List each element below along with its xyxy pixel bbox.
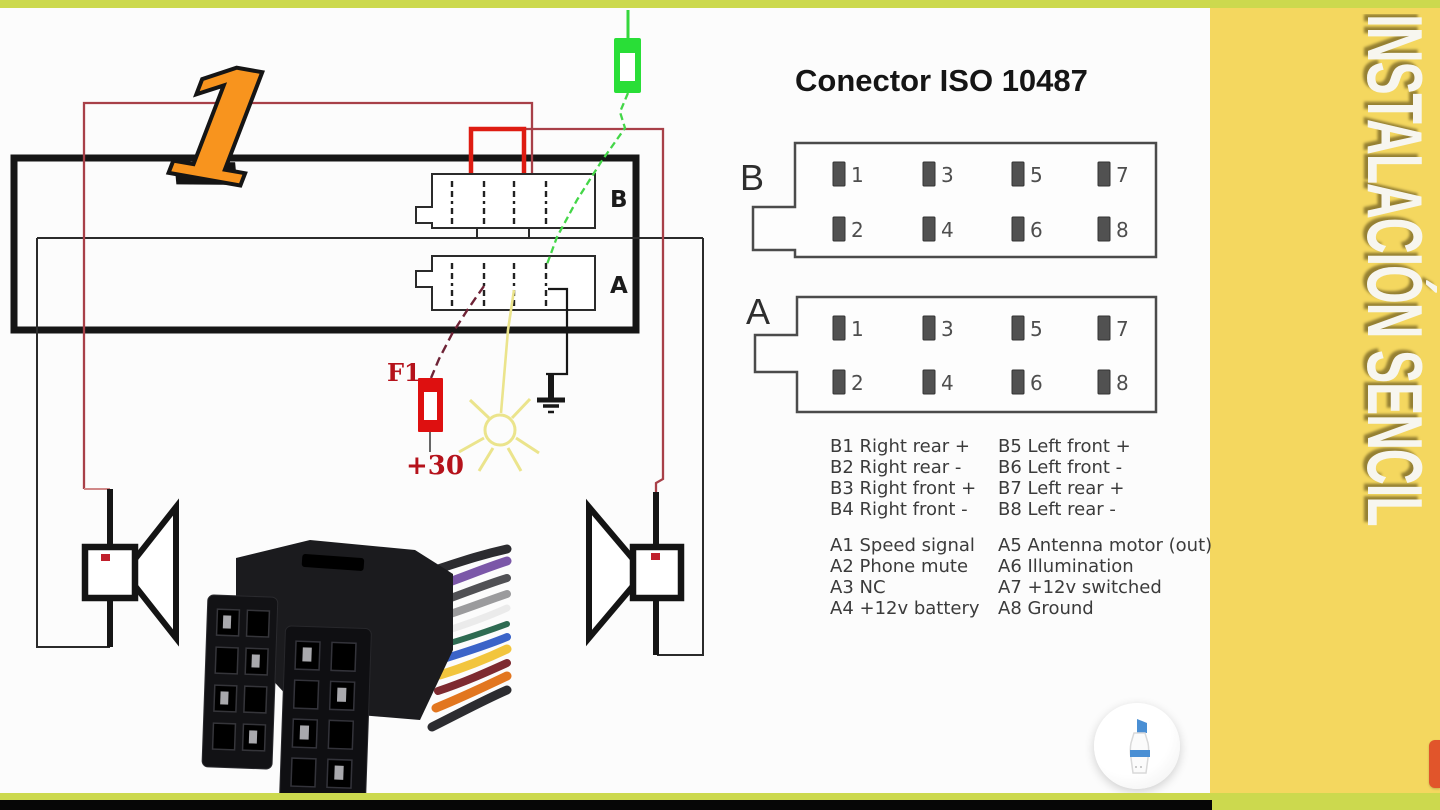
black-wire-loop bbox=[36, 217, 704, 656]
pin-descriptions: B1 Right rear + B2 Right rear - B3 Right… bbox=[830, 436, 1212, 619]
battery-fuse-f1: F1 +30 bbox=[387, 285, 485, 481]
pin-desc-b1: B1 Right rear + bbox=[830, 436, 970, 457]
schematic-connector-a: A bbox=[415, 255, 628, 311]
speaker-polarity-dot bbox=[101, 554, 110, 561]
speaker-left bbox=[81, 498, 179, 647]
svg-text:7: 7 bbox=[1116, 317, 1129, 341]
panel-connector-b-label: B bbox=[740, 157, 764, 198]
panel-connector-a-pins bbox=[832, 315, 1111, 395]
svg-text:6: 6 bbox=[1030, 371, 1043, 395]
panel-connector-a-body bbox=[753, 295, 1158, 414]
svg-text:1: 1 bbox=[851, 163, 864, 187]
illumination-lamp bbox=[458, 289, 540, 472]
svg-text:1: 1 bbox=[851, 317, 864, 341]
panel-title: Conector ISO 10487 bbox=[795, 63, 1088, 98]
svg-text:2: 2 bbox=[851, 218, 864, 242]
pinout-panel: Conector ISO 10487 B 1 3 5 7 2 4 6 8 bbox=[740, 63, 1212, 619]
panel-connector-a-label: A bbox=[746, 291, 770, 332]
pin-desc-a6: A6 Illumination bbox=[998, 556, 1134, 577]
pin-desc-a4: A4 +12v battery bbox=[830, 598, 980, 619]
svg-text:3: 3 bbox=[941, 163, 954, 187]
dark-red-wires bbox=[82, 101, 665, 492]
clipped-badge bbox=[1429, 740, 1440, 788]
bottom-black-bar bbox=[0, 800, 1212, 810]
svg-text:5: 5 bbox=[1030, 163, 1043, 187]
step-number: 1 bbox=[155, 32, 288, 223]
pin-desc-a2: A2 Phone mute bbox=[830, 556, 968, 577]
svg-text:4: 4 bbox=[941, 218, 954, 242]
speaker-polarity-dot bbox=[651, 553, 660, 560]
wiring-diagram: B A bbox=[10, 10, 1212, 793]
green-fuse bbox=[544, 10, 641, 268]
pin-desc-b5: B5 Left front + bbox=[998, 436, 1131, 457]
pin-desc-a5: A5 Antenna motor (out) bbox=[998, 535, 1212, 556]
banner-vertical-text: INSTALACIÓN SENCIL bbox=[1351, 14, 1439, 526]
schematic-connector-b-label: B bbox=[610, 187, 628, 213]
pin-desc-b4: B4 Right front - bbox=[830, 499, 968, 520]
pin-desc-a7: A7 +12v switched bbox=[998, 577, 1162, 598]
svg-text:2: 2 bbox=[851, 371, 864, 395]
svg-text:6: 6 bbox=[1030, 218, 1043, 242]
iso-harness-photo bbox=[201, 540, 512, 793]
red-power-wire bbox=[468, 126, 527, 192]
fuse-f1-label: F1 bbox=[387, 358, 421, 387]
panel-connector-b-body bbox=[751, 141, 1158, 259]
svg-text:3: 3 bbox=[941, 317, 954, 341]
speaker-leads bbox=[107, 489, 659, 655]
pin-desc-a8: A8 Ground bbox=[998, 598, 1094, 619]
panel-connector-b-pin-numbers: 1 3 5 7 2 4 6 8 bbox=[851, 163, 1129, 242]
head-unit-outline bbox=[10, 154, 640, 334]
schematic-connector-a-label: A bbox=[610, 273, 628, 299]
panel-connector-b-pins bbox=[832, 161, 1111, 242]
pin-desc-b8: B8 Left rear - bbox=[998, 499, 1116, 520]
panel-connector-a-pin-numbers: 1 3 5 7 2 4 6 8 bbox=[851, 317, 1129, 395]
pin-desc-b3: B3 Right front + bbox=[830, 478, 976, 499]
svg-text:7: 7 bbox=[1116, 163, 1129, 187]
svg-text:5: 5 bbox=[1030, 317, 1043, 341]
battery-30-label: +30 bbox=[406, 451, 464, 481]
svg-text:8: 8 bbox=[1116, 218, 1129, 242]
pin-desc-a1: A1 Speed signal bbox=[830, 535, 975, 556]
pin-desc-a3: A3 NC bbox=[830, 577, 886, 598]
schematic-connector-b: B bbox=[415, 173, 628, 229]
pin-desc-b6: B6 Left front - bbox=[998, 457, 1122, 478]
bottle-icon bbox=[1129, 719, 1150, 774]
top-edge-strip bbox=[0, 0, 1440, 8]
speaker-right bbox=[586, 498, 685, 647]
iso-plug-left bbox=[201, 594, 279, 770]
svg-text:4: 4 bbox=[941, 371, 954, 395]
side-banner: INSTALACIÓN SENCIL bbox=[1210, 0, 1440, 793]
ground-icon bbox=[537, 287, 569, 414]
iso-plug-right bbox=[279, 625, 372, 793]
pin-desc-b2: B2 Right rear - bbox=[830, 457, 961, 478]
step-marker: 1 bbox=[151, 28, 292, 227]
svg-text:8: 8 bbox=[1116, 371, 1129, 395]
channel-watermark[interactable] bbox=[1094, 703, 1180, 789]
pin-desc-b7: B7 Left rear + bbox=[998, 478, 1124, 499]
